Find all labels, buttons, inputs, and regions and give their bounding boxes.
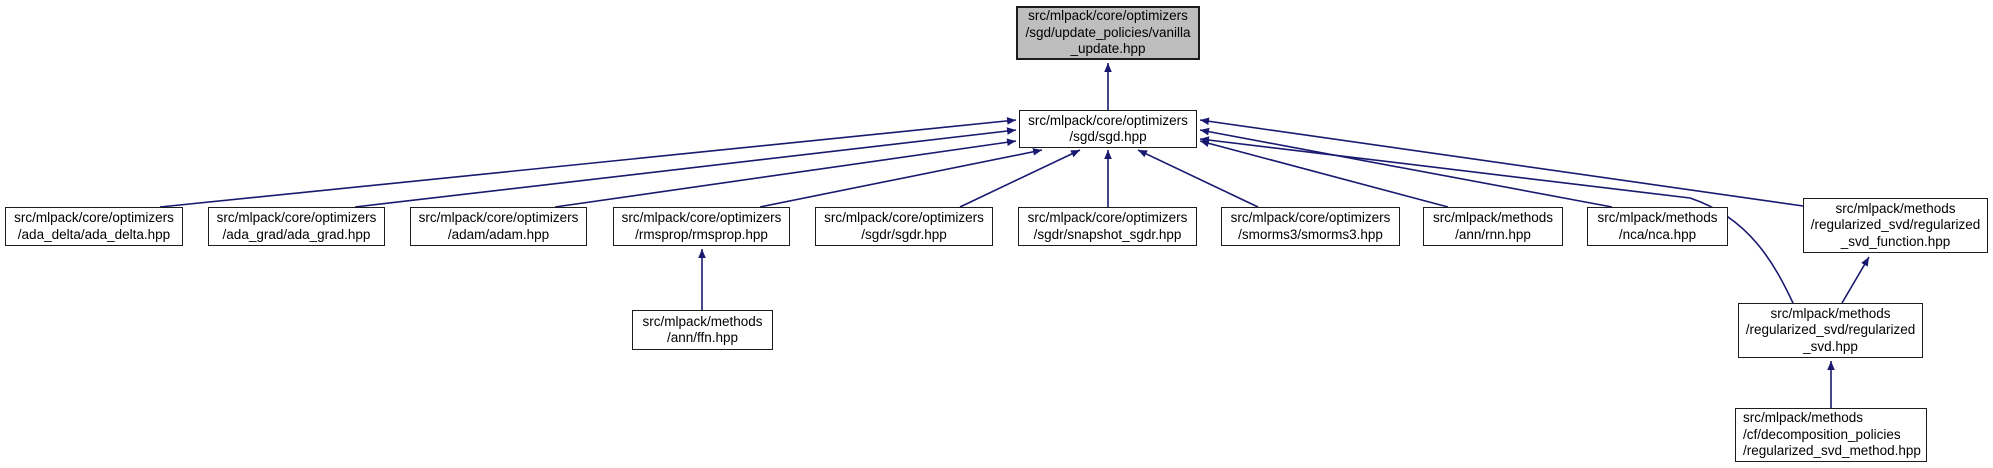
node-ada-grad-hpp[interactable]: src/mlpack/core/optimizers /ada_grad/ada…: [208, 207, 385, 246]
node-regularized-svd-function-hpp[interactable]: src/mlpack/methods /regularized_svd/regu…: [1803, 198, 1988, 253]
edge-rnn-to-sgd: [1199, 139, 1449, 208]
node-nca-hpp[interactable]: src/mlpack/methods /nca/nca.hpp: [1587, 207, 1728, 246]
node-sgdr-hpp[interactable]: src/mlpack/core/optimizers /sgdr/sgdr.hp…: [815, 207, 993, 246]
edge-reg-svd-function-to-sgd: [1199, 117, 1804, 207]
node-rnn-hpp[interactable]: src/mlpack/methods /ann/rnn.hpp: [1423, 207, 1563, 246]
node-regularized-svd-hpp[interactable]: src/mlpack/methods /regularized_svd/regu…: [1738, 303, 1923, 358]
edge-rmsprop-to-sgd: [759, 148, 1043, 208]
node-vanilla-update-hpp[interactable]: src/mlpack/core/optimizers /sgd/update_p…: [1016, 6, 1200, 60]
node-regularized-svd-method-hpp[interactable]: src/mlpack/methods /cf/decomposition_pol…: [1735, 408, 1927, 462]
node-ffn-hpp[interactable]: src/mlpack/methods /ann/ffn.hpp: [632, 310, 773, 350]
edge-adam-to-sgd: [554, 138, 1017, 208]
node-sgd-hpp[interactable]: src/mlpack/core/optimizers /sgd/sgd.hpp: [1019, 110, 1197, 148]
node-smorms3-hpp[interactable]: src/mlpack/core/optimizers /smorms3/smor…: [1221, 207, 1400, 246]
node-rmsprop-hpp[interactable]: src/mlpack/core/optimizers /rmsprop/rmsp…: [613, 207, 790, 246]
node-snapshot-sgdr-hpp[interactable]: src/mlpack/core/optimizers /sgdr/snapsho…: [1018, 207, 1197, 246]
node-ada-delta-hpp[interactable]: src/mlpack/core/optimizers /ada_delta/ad…: [5, 207, 183, 246]
edge-sgdr-to-sgd: [959, 149, 1081, 208]
edge-smorms3-to-sgd: [1137, 149, 1259, 208]
edge-nca-to-sgd: [1199, 127, 1613, 208]
edge-ada-grad-to-sgd: [354, 127, 1017, 208]
edge-ada-delta-to-sgd: [159, 117, 1017, 208]
edge-reg-svd-to-reg-svd-function: [1841, 256, 1870, 304]
node-adam-hpp[interactable]: src/mlpack/core/optimizers /adam/adam.hp…: [410, 207, 587, 246]
